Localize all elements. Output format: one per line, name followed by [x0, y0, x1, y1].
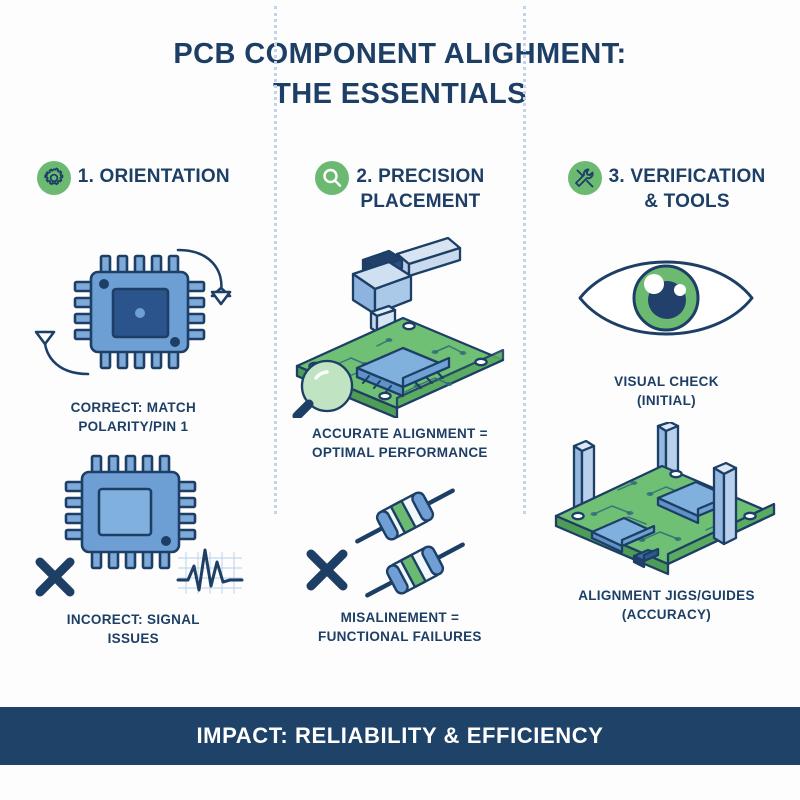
x-mark [306, 549, 348, 591]
gear-icon [36, 161, 71, 195]
caption-incorrect-orientation: INCORECT: SIGNAL ISSUES [8, 610, 259, 648]
column-3-title: 3. VERIFICATION & TOOLS [609, 158, 766, 214]
column-3-title-line-2: & TOOLS [644, 191, 730, 212]
caption-visual-check: VISUAL CHECK (INITIAL) [541, 372, 792, 410]
column-divider-2 [523, 6, 526, 514]
impact-banner-text: IMPACT: RELIABILITY & EFFICIENCY [196, 723, 604, 748]
caption-line: ACCURATE ALIGNMENT = [311, 426, 488, 441]
caption-line: VISUAL CHECK [614, 374, 719, 389]
column-1-header: 1. ORIENTATION [8, 158, 259, 220]
caption-correct-orientation: CORRECT: MATCH POLARITY/PIN 1 [8, 398, 259, 436]
art-eye [541, 242, 792, 362]
caption-accurate-alignment: ACCURATE ALIGNMENT = OPTIMAL PERFORMANCE [275, 424, 526, 462]
column-2-title-line-1: 2. PRECISION [356, 166, 485, 187]
page-title: PCB COMPONENT ALIGHMENT: THE ESSENTIALS [0, 34, 800, 114]
column-divider-1 [274, 6, 277, 514]
column-3-header: 3. VERIFICATION & TOOLS [541, 158, 792, 220]
art-pick-and-place [275, 226, 526, 418]
tools-icon [567, 161, 602, 195]
art-ic-chip-correct [8, 236, 259, 388]
title-line-1: PCB COMPONENT ALIGHMENT: [173, 38, 627, 70]
caption-misalignment: MISALINEMENT = FUNCTIONAL FAILURES [275, 608, 526, 646]
column-3-title-line-1: 3. VERIFICATION [608, 166, 766, 187]
column-2-title-line-2: PLACEMENT [360, 191, 481, 212]
title-line-2: THE ESSENTIALS [273, 78, 527, 110]
caption-line: CORRECT: MATCH [70, 400, 197, 415]
column-1-title: 1. ORIENTATION [77, 166, 230, 187]
caption-line: FUNCTIONAL FAILURES [318, 629, 482, 644]
caption-line: (INITIAL) [637, 393, 696, 408]
signal-waveform [176, 548, 244, 594]
caption-alignment-jigs: ALIGNMENT JIGS/GUIDES (ACCURACY) [541, 586, 792, 624]
columns-container: 1. ORIENTATION [0, 158, 800, 678]
column-precision-placement: 2. PRECISION PLACEMENT [267, 158, 534, 678]
column-2-title: 2. PRECISION PLACEMENT [356, 158, 484, 214]
column-verification-tools: 3. VERIFICATION & TOOLS VISUAL [533, 158, 800, 678]
caption-line: (ACCURACY) [621, 607, 712, 622]
column-orientation: 1. ORIENTATION [0, 158, 267, 678]
caption-line: INCORECT: SIGNAL [66, 612, 200, 627]
magnifier-icon [315, 161, 350, 195]
impact-banner: IMPACT: RELIABILITY & EFFICIENCY [0, 707, 800, 765]
x-mark [35, 557, 75, 597]
art-misaligned-resistors [275, 474, 526, 604]
caption-line: MISALINEMENT = [340, 610, 460, 625]
column-2-header: 2. PRECISION PLACEMENT [275, 158, 526, 220]
art-pcb-with-jigs [541, 422, 792, 582]
caption-line: ISSUES [107, 631, 159, 646]
caption-line: POLARITY/PIN 1 [78, 419, 189, 434]
caption-line: ALIGNMENT JIGS/GUIDES [578, 588, 755, 603]
art-ic-chip-incorrect [8, 450, 259, 602]
caption-line: OPTIMAL PERFORMANCE [312, 445, 488, 460]
